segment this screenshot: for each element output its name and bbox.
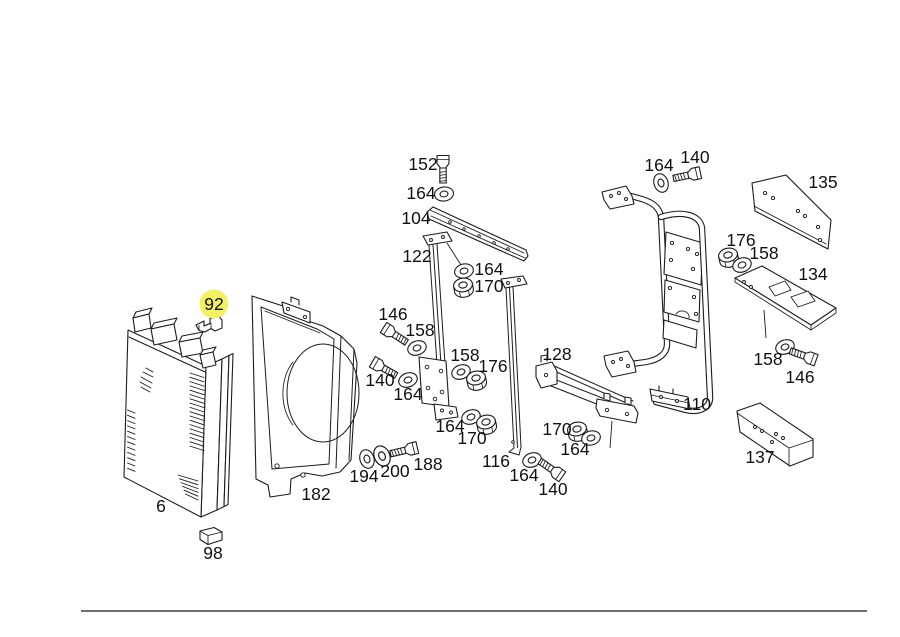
callout-164-b[interactable]: 164 (393, 384, 422, 404)
callout-158-a[interactable]: 158 (405, 320, 434, 340)
washer-164-a (433, 185, 455, 203)
callout-122[interactable]: 122 (402, 246, 431, 266)
callout-116[interactable]: 116 (482, 451, 510, 471)
part-channel-137 (736, 402, 814, 467)
radiator-hatching (127, 367, 205, 501)
bolt-140-c (671, 166, 703, 185)
callout-98[interactable]: 98 (203, 543, 222, 563)
bolt-152 (436, 154, 450, 184)
callout-6[interactable]: 6 (156, 496, 166, 516)
callout-140-b[interactable]: 140 (538, 479, 567, 499)
highlight-circle-92 (199, 289, 229, 319)
callout-110[interactable]: 110 (683, 394, 711, 414)
callout-146-b[interactable]: 146 (785, 367, 814, 387)
part-upper-rail (426, 206, 529, 262)
callout-164-e[interactable]: 164 (509, 465, 538, 485)
part-bracket-135 (751, 174, 832, 250)
callout-104[interactable]: 104 (401, 208, 430, 228)
callout-92-group[interactable]: 92 (199, 289, 229, 319)
callout-194[interactable]: 194 (349, 466, 378, 486)
callout-128[interactable]: 128 (542, 344, 571, 364)
nut-170-a (451, 276, 476, 300)
callout-146-a[interactable]: 146 (378, 304, 407, 324)
part-strut-left (418, 231, 459, 421)
callout-158-d[interactable]: 158 (753, 349, 782, 369)
part-fan-shroud (251, 295, 360, 498)
callout-176-a[interactable]: 176 (478, 356, 507, 376)
part-radiator (123, 307, 234, 518)
callout-140-c[interactable]: 140 (680, 147, 709, 167)
callout-158-c[interactable]: 158 (749, 243, 778, 263)
part-bracket-98 (199, 526, 223, 546)
callout-164-c[interactable]: 164 (474, 259, 503, 279)
callout-135[interactable]: 135 (808, 172, 837, 192)
callout-137[interactable]: 137 (745, 447, 774, 467)
callout-140-a[interactable]: 140 (365, 370, 394, 390)
bolt-146-b (787, 344, 819, 367)
callout-188[interactable]: 188 (413, 454, 442, 474)
washer-164-b (452, 261, 476, 281)
callout-134[interactable]: 134 (798, 264, 827, 284)
part-clip (195, 315, 223, 333)
callout-164-d[interactable]: 164 (435, 416, 464, 436)
callout-200[interactable]: 200 (380, 461, 409, 481)
part-mounting-frame (601, 185, 714, 414)
callout-164-g[interactable]: 164 (644, 155, 673, 175)
washer-164-g (650, 171, 672, 195)
bolt-140-b (535, 455, 567, 483)
callout-164-f[interactable]: 164 (560, 439, 589, 459)
callout-170-b[interactable]: 170 (457, 428, 486, 448)
callout-92[interactable]: 92 (204, 294, 223, 314)
callout-170-c[interactable]: 170 (542, 419, 571, 439)
part-bracket-134 (734, 265, 837, 331)
part-strut-right (500, 275, 528, 456)
leader-lines (446, 242, 767, 449)
callout-158-b[interactable]: 158 (450, 345, 479, 365)
callout-170-a[interactable]: 170 (474, 276, 503, 296)
callout-182[interactable]: 182 (301, 484, 330, 504)
part-cross-member (535, 354, 639, 424)
callout-176-b[interactable]: 176 (726, 230, 755, 250)
callout-152[interactable]: 152 (408, 154, 437, 174)
callout-164-a[interactable]: 164 (406, 183, 435, 203)
washer-158-a (405, 337, 429, 359)
